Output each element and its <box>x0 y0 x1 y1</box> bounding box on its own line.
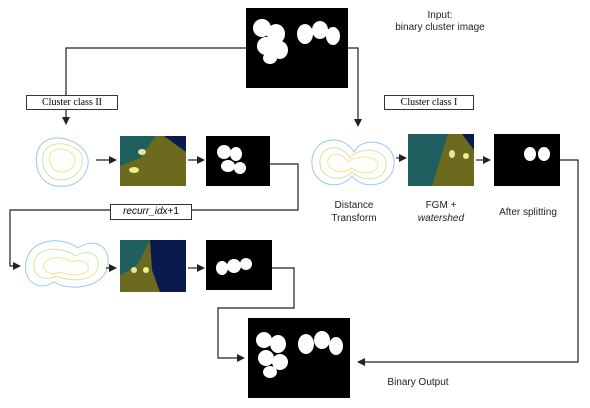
arrow-input-to-class2 <box>62 47 246 125</box>
output-binary-image <box>248 318 350 398</box>
after-splitting-label: After splitting <box>499 207 557 218</box>
input-label-line1: Input: <box>427 10 453 21</box>
contour-plot-class2-row2 <box>24 240 109 288</box>
arrow-class2-to-output <box>217 267 295 362</box>
arrow-class1-to-output <box>357 159 579 366</box>
recurr-idx-inc: +1 <box>167 206 179 217</box>
distance-transform-line1: Distance <box>334 200 374 211</box>
contour-plot-class1 <box>311 139 395 186</box>
cluster-class-1-label: Cluster class I <box>384 95 474 110</box>
contour-plot-class2-row1 <box>35 137 89 187</box>
distance-transform-line2: Transform <box>331 213 377 224</box>
recurr-idx-label: recurr_idx+1 <box>110 204 192 220</box>
binary-output-label: Binary Output <box>387 377 449 388</box>
input-binary-image <box>246 8 348 88</box>
split-binary-class1 <box>494 134 560 186</box>
fgm-watershed-line2: watershed <box>417 213 465 224</box>
input-label-line2: binary cluster image <box>395 22 485 33</box>
arrow-input-to-class1 <box>348 47 362 127</box>
fgm-plot-class2-row1 <box>120 136 186 186</box>
split-binary-class2-row1 <box>206 136 270 186</box>
fgm-watershed-line1: FGM + <box>425 200 457 211</box>
recurr-idx-var: recurr_idx <box>123 206 168 217</box>
fgm-plot-class1 <box>408 134 474 186</box>
fgm-plot-class2-row2 <box>120 240 186 292</box>
cluster-class-2-label: Cluster class II <box>26 95 118 110</box>
split-binary-class2-row2 <box>206 240 272 290</box>
